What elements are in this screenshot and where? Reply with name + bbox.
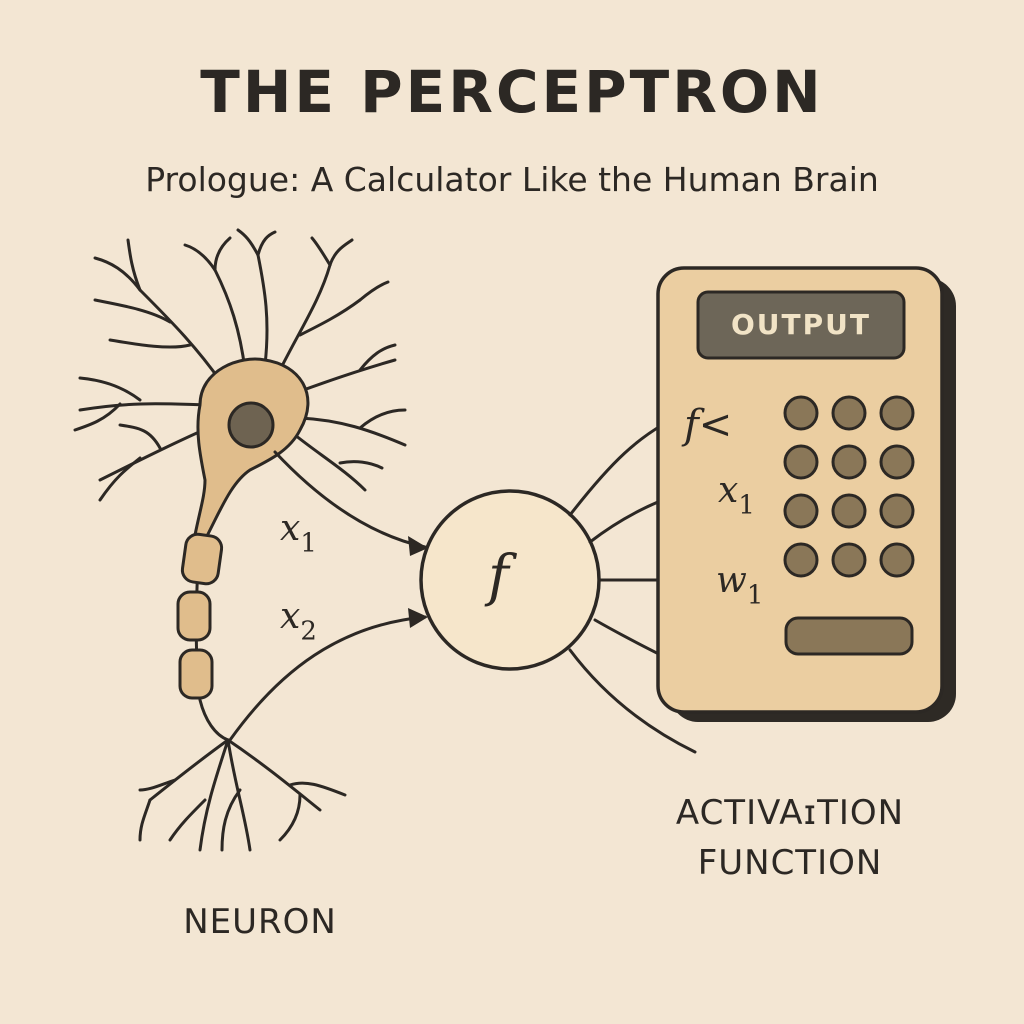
input-x2-label: x2: [280, 596, 317, 647]
calculator-w1-base: w: [716, 560, 747, 601]
neuron-nucleus: [227, 401, 275, 449]
calculator-key: [783, 395, 819, 431]
calculator-x1-label: x1: [718, 470, 755, 521]
activation-function-symbol: f: [488, 544, 509, 609]
neuron-soma: [193, 357, 310, 543]
page-subtitle: Prologue: A Calculator Like the Human Br…: [145, 160, 879, 199]
arrowhead-x1: [408, 536, 428, 556]
input-x2-base: x: [280, 596, 301, 637]
calculator-x1-subscript: 1: [738, 490, 755, 521]
myelin-sheaths: [176, 532, 224, 700]
calculator-key: [831, 395, 867, 431]
myelin-sheath: [178, 648, 214, 700]
calculator-key: [879, 444, 915, 480]
calculator-key: [783, 493, 819, 529]
activation-node: [419, 489, 601, 671]
arrowheads: [408, 536, 428, 628]
input-x1-base: x: [280, 508, 301, 549]
calculator-key: [879, 395, 915, 431]
input-x1-subscript: 1: [300, 528, 317, 559]
page-title: THE PERCEPTRON: [200, 58, 824, 126]
calculator-key: [783, 542, 819, 578]
calculator-key: [879, 542, 915, 578]
myelin-sheath: [180, 532, 224, 586]
activation-label-line1: ACTIVAɪTION: [675, 793, 905, 833]
activation-label-line2: FUNCTION: [697, 843, 883, 883]
calculator-body: [656, 266, 944, 714]
input-connections: [228, 450, 427, 742]
calculator-key: [831, 542, 867, 578]
output-screen-label: OUTPUT: [731, 308, 871, 341]
calculator-w1-subscript: 1: [746, 580, 764, 611]
calculator-f-lt-label: f<: [684, 402, 733, 448]
myelin-sheath: [176, 590, 212, 642]
calculator-key: [831, 444, 867, 480]
calculator-w1-label: w1: [716, 560, 763, 611]
calculator-x1-base: x: [718, 470, 739, 511]
calculator-key: [831, 493, 867, 529]
input-arrow-x2: [228, 615, 427, 742]
input-arrow-x1: [273, 450, 427, 549]
arrowhead-x2: [408, 608, 428, 628]
calculator-screen: [696, 290, 906, 360]
calculator-bar-key: [784, 616, 914, 656]
calculator-keypad: [783, 395, 915, 578]
axon-terminals: [138, 738, 347, 852]
activation-function-label: ACTIVAɪTION FUNCTION: [620, 788, 960, 888]
input-x1-label: x1: [280, 508, 317, 559]
calculator-key: [879, 493, 915, 529]
neuron-label: NEURON: [183, 902, 337, 942]
input-x2-subscript: 2: [300, 616, 317, 647]
calculator-key: [783, 444, 819, 480]
